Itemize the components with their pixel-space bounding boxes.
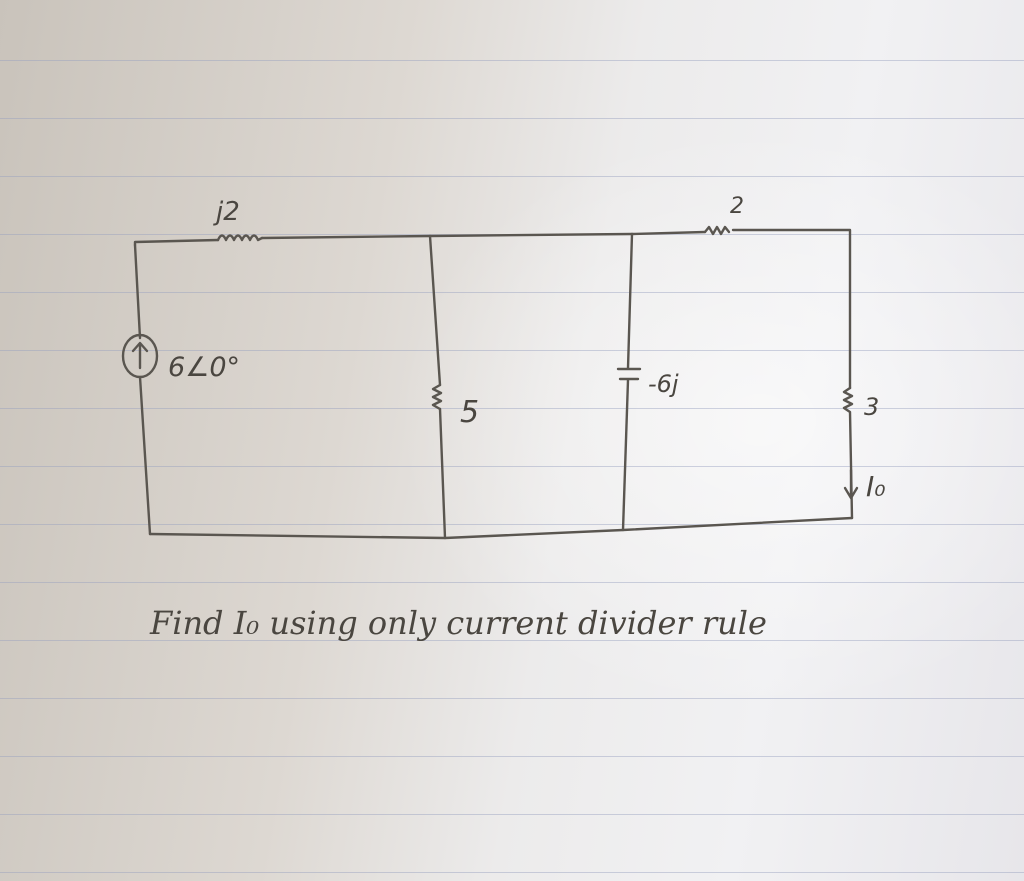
wire-r5-bottom	[438, 407, 447, 540]
ruled-line	[0, 466, 1024, 467]
resistor-3-symbol	[842, 386, 854, 520]
resistor-2-label: 2	[730, 194, 744, 219]
ruled-line	[0, 60, 1024, 61]
ruled-line	[0, 408, 1024, 409]
wire-bottom	[148, 516, 854, 540]
wire-cap-bottom	[621, 378, 630, 532]
ruled-line	[0, 756, 1024, 757]
capacitor-symbol	[616, 367, 642, 381]
source-label: 6∠0°	[168, 352, 240, 383]
ruled-line	[0, 814, 1024, 815]
ruled-line	[0, 350, 1024, 351]
resistor-5-label: 5	[460, 395, 479, 430]
current-label: I₀	[866, 470, 885, 503]
ruled-line	[0, 872, 1024, 873]
problem-caption: Find I₀ using only current divider rule	[149, 604, 767, 642]
inductor-symbol	[216, 234, 264, 242]
ruled-line	[0, 118, 1024, 119]
wire-source-top	[133, 243, 142, 340]
wire-top-right	[731, 228, 852, 390]
ruled-line	[0, 292, 1024, 293]
ruled-line	[0, 582, 1024, 583]
resistor-5-symbol	[431, 383, 443, 411]
ruled-line	[0, 640, 1024, 641]
resistor-2-symbol	[703, 225, 731, 236]
wire-top-left	[133, 238, 220, 247]
capacitor-label: -6j	[648, 370, 679, 398]
wire-source-bottom	[138, 375, 152, 536]
ruled-line	[0, 698, 1024, 699]
ruled-line	[0, 524, 1024, 525]
inductor-label: j2	[213, 197, 240, 227]
current-arrow-down-icon	[843, 468, 859, 500]
wire-top-middle	[260, 230, 707, 240]
resistor-3-label: 3	[864, 393, 879, 421]
wire-r5-top	[428, 234, 442, 387]
ruled-line	[0, 176, 1024, 177]
wire-cap-top	[626, 232, 634, 370]
arrow-up-icon	[131, 341, 149, 370]
